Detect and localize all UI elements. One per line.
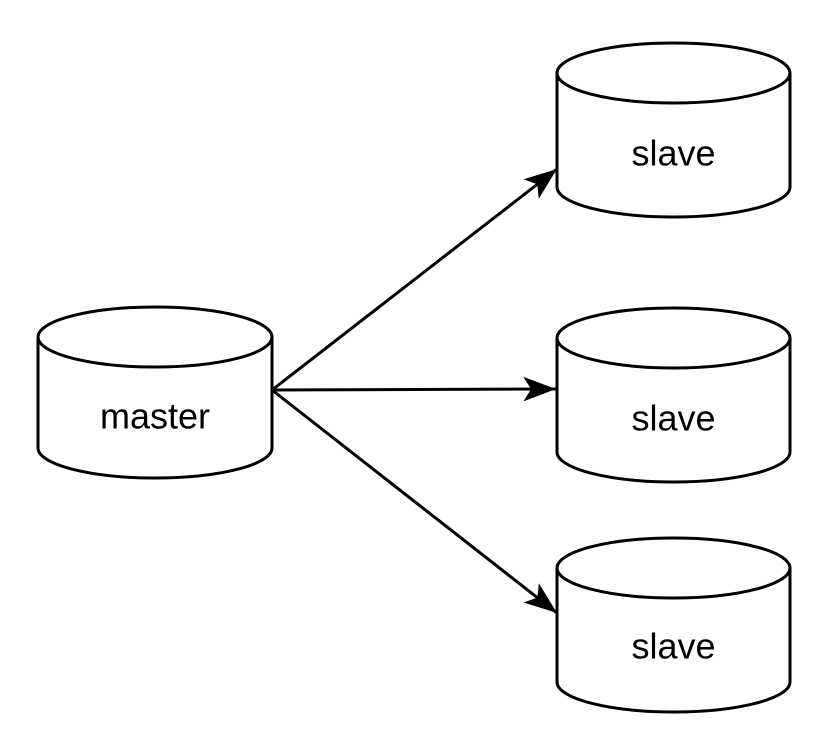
node-label-slave-3: slave: [631, 626, 715, 667]
node-slave-1: slave: [555, 41, 792, 219]
cylinder-body: [555, 338, 792, 484]
node-master: master: [36, 305, 274, 480]
cylinder-top: [36, 305, 274, 369]
node-label-slave-1: slave: [631, 133, 715, 174]
arrow-master-to-slave-3: [271, 388, 558, 615]
node-slave-3: slave: [555, 536, 792, 714]
arrow-master-to-slave-2: [271, 376, 557, 402]
cylinder-body: [555, 568, 792, 714]
edges: [271, 167, 558, 615]
node-slave-2: slave: [555, 306, 792, 484]
cylinder-body: [555, 73, 792, 219]
cylinder-top: [555, 536, 792, 600]
cylinder-body: [36, 337, 274, 480]
cylinder-top: [555, 306, 792, 370]
node-label-master: master: [100, 396, 210, 437]
node-label-slave-2: slave: [631, 398, 715, 439]
arrow-master-to-slave-1: [271, 167, 558, 392]
cylinder-top: [555, 41, 792, 105]
